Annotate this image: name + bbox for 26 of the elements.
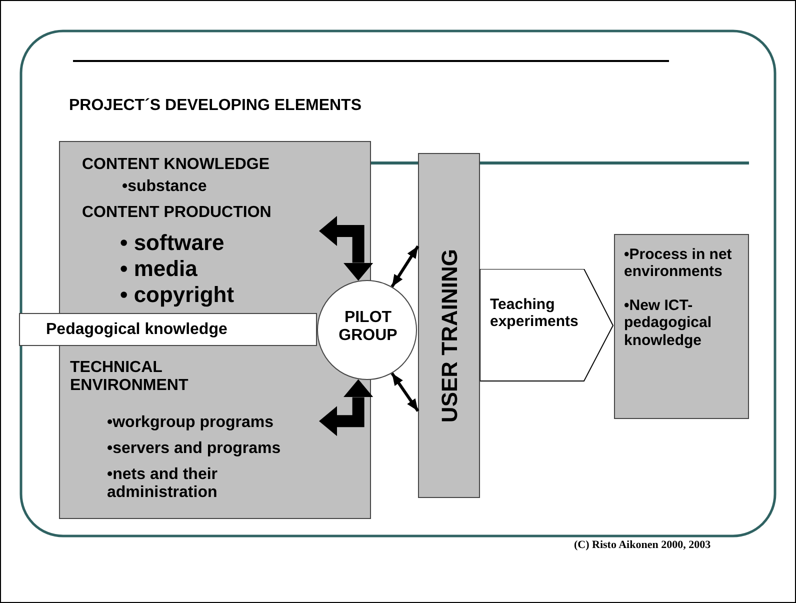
node-text: CONTENT PRODUCTION	[82, 204, 272, 222]
copyright-note: (C) Risto Aikonen 2000, 2003	[574, 539, 711, 551]
node-text: •nets and their administration	[107, 466, 219, 503]
node-text: CONTENT KNOWLEDGE	[82, 156, 270, 174]
node-text: •Process in net environments	[624, 246, 733, 280]
arrow	[390, 372, 420, 412]
node-text: Pedagogical knowledge	[46, 321, 228, 340]
block-arrow	[319, 379, 374, 436]
knowledge-bar	[19, 313, 317, 346]
chevron-arrow-shape	[480, 269, 614, 382]
node-text: TECHNICAL ENVIRONMENT	[70, 359, 190, 396]
arrow	[390, 245, 420, 288]
result-box	[614, 234, 749, 419]
node-text: • software	[120, 230, 224, 256]
node-text: USER TRAINING	[437, 249, 462, 423]
block-arrow	[319, 216, 374, 281]
slide-title: PROJECT´S DEVELOPING ELEMENTS	[69, 97, 362, 115]
node-text: •New ICT-pedagogical knowledge	[624, 297, 713, 349]
node-text: •substance	[122, 178, 207, 196]
node-text: •workgroup programs	[107, 414, 274, 432]
training-bar	[418, 153, 480, 498]
node-text: •servers and programs	[107, 440, 281, 458]
node-text: • media	[120, 256, 198, 282]
node-text: Teaching experiments	[490, 296, 580, 330]
node-text: PILOT GROUP	[338, 309, 398, 346]
node-text: • copyright	[120, 282, 234, 308]
